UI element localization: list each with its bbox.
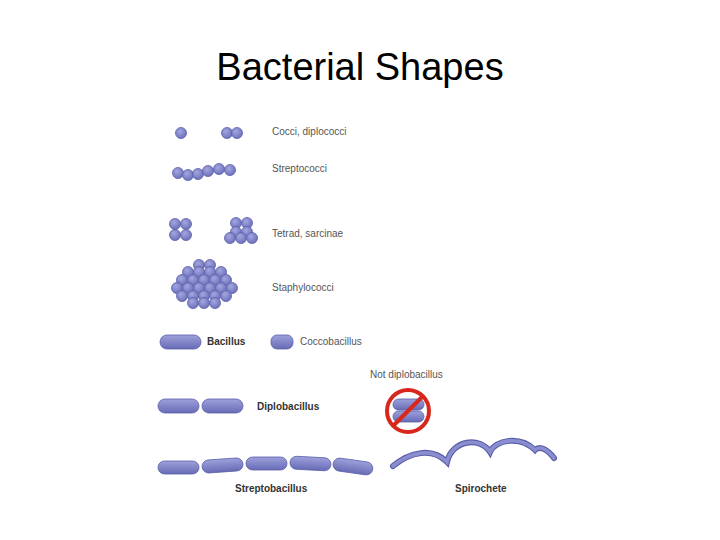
shape-label: Diplobacillus	[257, 401, 319, 413]
shape-label: Staphylococci	[272, 282, 334, 294]
shape-label: Not diplobacillus	[370, 369, 443, 381]
shape-label: Streptobacillus	[235, 483, 307, 495]
shape-label: Bacillus	[207, 336, 245, 348]
shape-label: Coccobacillus	[300, 336, 362, 348]
shape-label: Streptococci	[272, 163, 327, 175]
shape-label: Tetrad, sarcinae	[272, 228, 343, 240]
shape-label: Cocci, diplococci	[272, 126, 346, 138]
slide-title: Bacterial Shapes	[0, 46, 720, 89]
shape-label: Spirochete	[455, 483, 507, 495]
